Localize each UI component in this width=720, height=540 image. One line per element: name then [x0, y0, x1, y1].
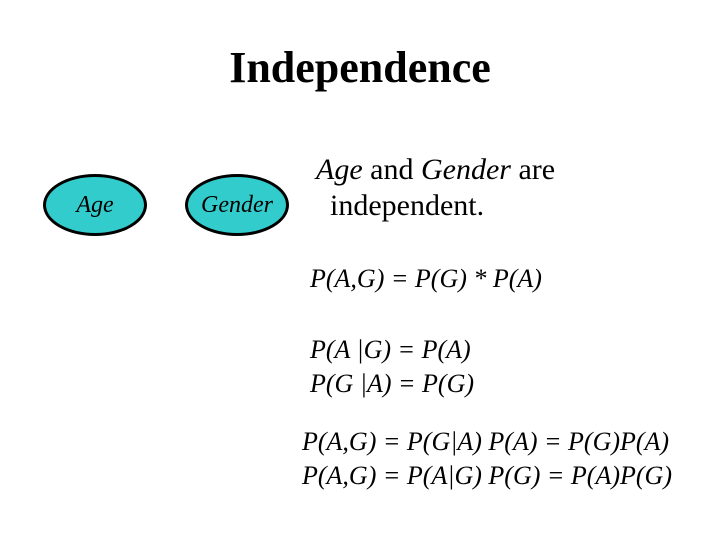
- gender-node: Gender: [185, 174, 289, 236]
- gender-node-label: Gender: [201, 191, 273, 218]
- equation-chain-rule-1: P(A,G) = P(G|A) P(A) = P(G)P(A): [302, 427, 670, 456]
- statement-are: are: [510, 153, 556, 186]
- statement-line2: independent.: [330, 189, 485, 222]
- independence-statement: Age and Gender are independent.: [316, 152, 555, 224]
- slide-title: Independence: [229, 43, 491, 92]
- equation-chain-rule-2: P(A,G) = P(A|G) P(G) = P(A)P(G): [302, 461, 672, 490]
- statement-gender: Gender: [420, 153, 511, 186]
- statement-age: Age: [316, 153, 363, 186]
- age-node: Age: [43, 174, 147, 236]
- equation-conditional-a: P(A |G) = P(A): [310, 335, 471, 364]
- statement-and: and: [362, 153, 421, 186]
- age-node-label: Age: [76, 191, 114, 218]
- equation-joint: P(A,G) = P(G) * P(A): [310, 264, 542, 293]
- equation-conditional-g: P(G |A) = P(G): [310, 369, 475, 398]
